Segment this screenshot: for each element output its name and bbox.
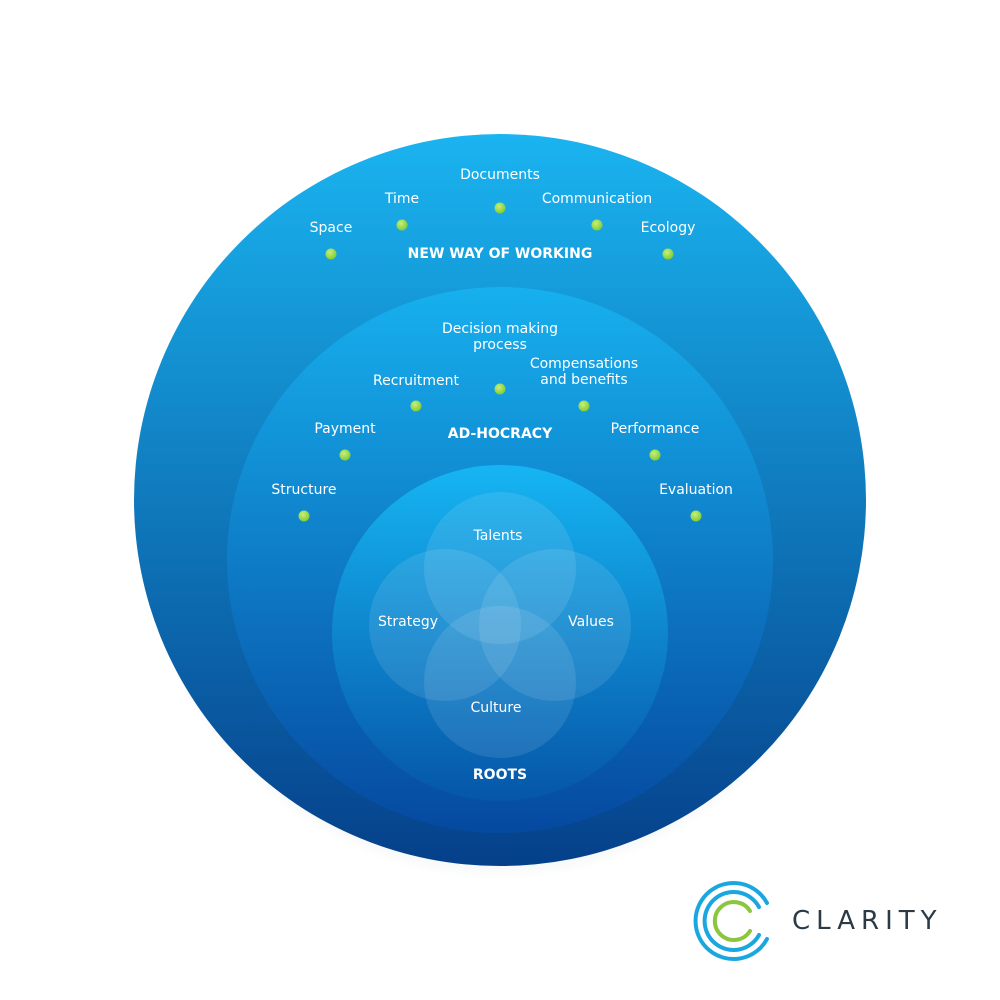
outer-item-dot-ecology	[662, 248, 674, 260]
petal-label-values: Values	[568, 614, 614, 630]
petal-values	[479, 549, 631, 701]
outer-item-dot-time	[396, 219, 408, 231]
brand-logo: CLARITY	[688, 876, 943, 966]
brand-name: CLARITY	[792, 906, 943, 936]
middle-item-dot-payment	[339, 449, 351, 461]
middle-item-label-recruitment: Recruitment	[373, 373, 460, 389]
petal-label-culture: Culture	[471, 700, 522, 716]
outer-item-dot-documents	[494, 202, 506, 214]
middle-item-dot-recruitment	[410, 400, 422, 412]
middle-ring-items: Structure Payment Recruitment Decision maki…	[271, 321, 733, 522]
middle-item-dot-performance	[649, 449, 661, 461]
petal-culture	[424, 606, 576, 758]
middle-item-dot-compensations	[578, 400, 590, 412]
middle-item-dot-structure	[298, 510, 310, 522]
concentric-c-logo-icon	[693, 881, 769, 961]
petal-label-talents: Talents	[473, 528, 523, 544]
outer-item-label-ecology: Ecology	[641, 220, 696, 236]
venn-petals	[369, 492, 631, 758]
middle-item-label-evaluation: Evaluation	[659, 482, 733, 498]
middle-item-label-payment: Payment	[314, 421, 376, 437]
outer-item-label-communication: Communication	[542, 191, 652, 207]
outer-item-dot-space	[325, 248, 337, 260]
petal-strategy	[369, 549, 521, 701]
outer-item-label-time: Time	[384, 191, 419, 207]
inner-ring-title: ROOTS	[473, 767, 527, 783]
inner-ring	[332, 465, 668, 801]
outer-item-label-space: Space	[310, 220, 353, 236]
middle-item-dot-evaluation	[690, 510, 702, 522]
petal-talents	[424, 492, 576, 644]
middle-item-label-performance: Performance	[611, 421, 700, 437]
middle-ring-title: AD-HOCRACY	[448, 426, 553, 442]
outer-ring-title: NEW WAY OF WORKING	[408, 246, 593, 262]
petal-label-strategy: Strategy	[378, 614, 438, 630]
outer-item-label-documents: Documents	[460, 167, 540, 183]
middle-item-label-structure: Structure	[271, 482, 336, 498]
middle-item-dot-decision-making	[494, 383, 506, 395]
outer-item-dot-communication	[591, 219, 603, 231]
